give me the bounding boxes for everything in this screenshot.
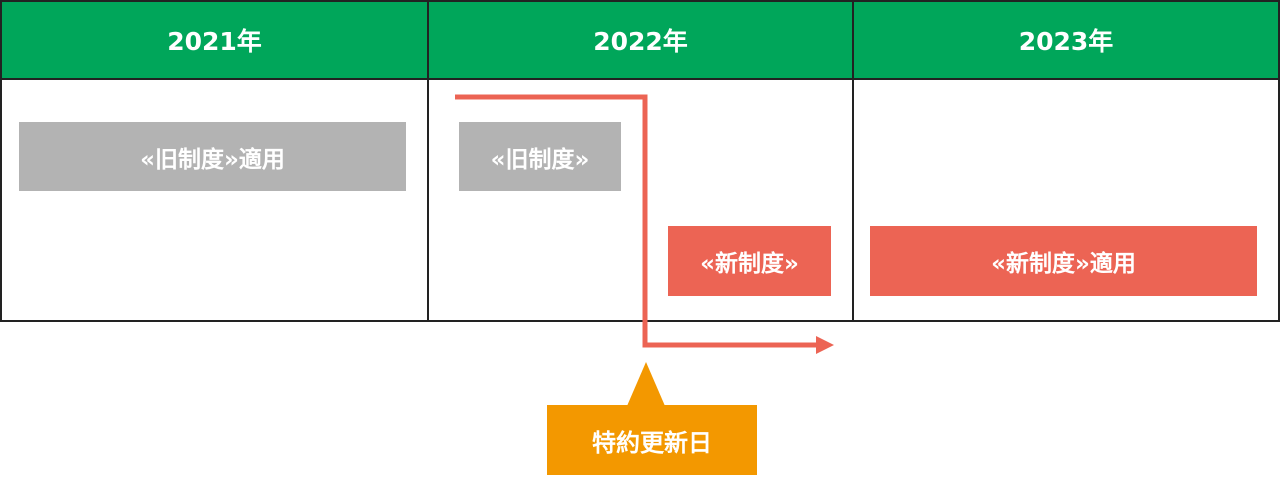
arrow-head-icon	[816, 336, 834, 354]
renewal-date-callout: 特約更新日	[547, 405, 757, 475]
column-divider	[852, 2, 854, 320]
year-header-2022: 2022年	[429, 2, 852, 80]
timeline-table: 2021年 2022年 2023年	[0, 0, 1280, 322]
callout-pointer-icon	[627, 362, 665, 406]
new-system-bar: «新制度»	[668, 226, 831, 296]
transition-arrow	[455, 94, 818, 348]
old-system-applied-bar: «旧制度»適用	[19, 122, 406, 191]
year-header-2021: 2021年	[2, 2, 427, 80]
column-divider	[427, 2, 429, 320]
old-system-bar: «旧制度»	[459, 122, 621, 191]
year-header-2023: 2023年	[854, 2, 1278, 80]
new-system-applied-bar: «新制度»適用	[870, 226, 1257, 296]
